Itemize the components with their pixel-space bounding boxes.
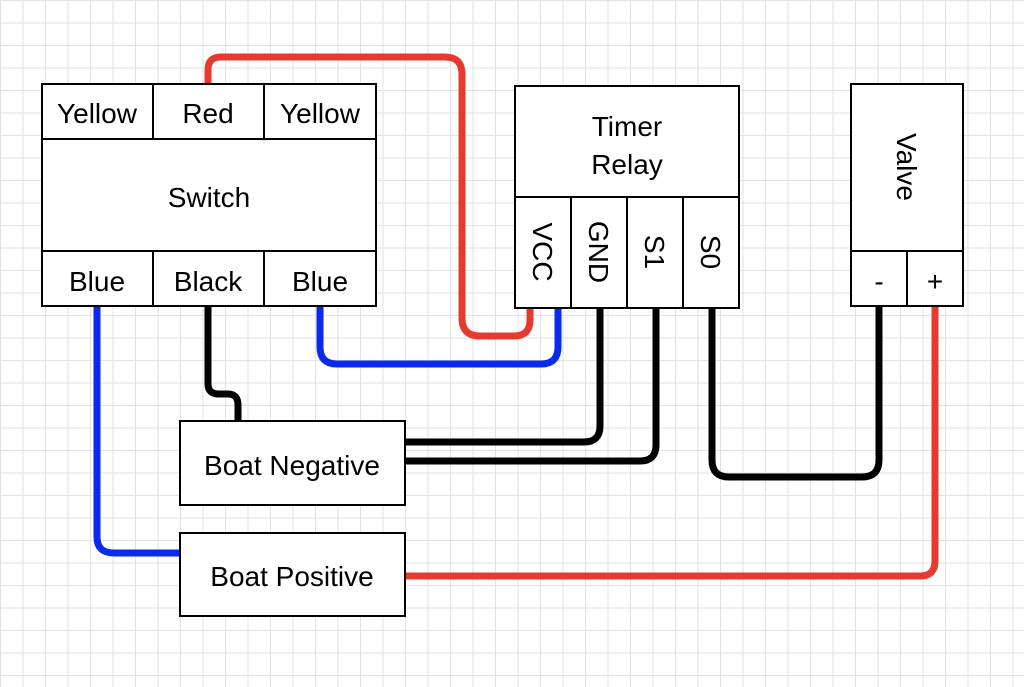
switch-title: Switch: [168, 182, 250, 213]
switch-terminal-red: Red: [182, 98, 233, 129]
timer-relay-block: Timer Relay VCC GND S1 S0: [514, 85, 740, 309]
relay-pin-s0: S0: [695, 235, 726, 269]
wire-switch-blue-to-relay-gnd: [316, 302, 562, 368]
wire-valve-positive-to-boat-positive: [401, 302, 939, 580]
wire-switch-black-to-boat-negative: [204, 302, 242, 425]
boat-positive-block: Boat Positive: [179, 532, 406, 617]
boat-positive-outline: [179, 532, 406, 617]
switch-terminal-blue-right: Blue: [292, 266, 348, 297]
switch-terminal-yellow-left: Yellow: [57, 98, 138, 129]
timer-relay-title-line1: Timer: [592, 111, 663, 142]
valve-block: Valve - +: [850, 83, 964, 307]
wire-boat-negative-to-relay-gnd: [401, 304, 604, 446]
boat-negative-label: Boat Negative: [204, 450, 380, 481]
wire-switch-blue-to-boat-positive: [93, 302, 184, 557]
valve-title: Valve: [891, 133, 922, 201]
valve-pin-positive: +: [927, 266, 943, 297]
relay-pin-s1: S1: [639, 235, 670, 269]
relay-pin-gnd: GND: [583, 221, 614, 283]
boat-negative-outline: [179, 420, 406, 506]
wire-boat-negative-to-relay-s1: [401, 304, 660, 465]
boat-positive-label: Boat Positive: [210, 561, 373, 592]
valve-pin-negative: -: [874, 266, 883, 297]
wire-switch-red-to-relay-vcc: [204, 53, 534, 340]
boat-negative-block: Boat Negative: [179, 420, 406, 506]
switch-terminal-yellow-right: Yellow: [280, 98, 361, 129]
timer-relay-title-line2: Relay: [591, 149, 663, 180]
switch-terminal-black: Black: [174, 266, 243, 297]
switch-terminal-blue-left: Blue: [69, 266, 125, 297]
wires: [93, 53, 939, 580]
switch-block: Yellow Red Yellow Switch Blue Black Blue: [41, 83, 377, 307]
wire-relay-s0-to-valve-negative: [708, 302, 883, 481]
switch-outline: [41, 83, 377, 307]
relay-pin-vcc: VCC: [527, 222, 558, 281]
